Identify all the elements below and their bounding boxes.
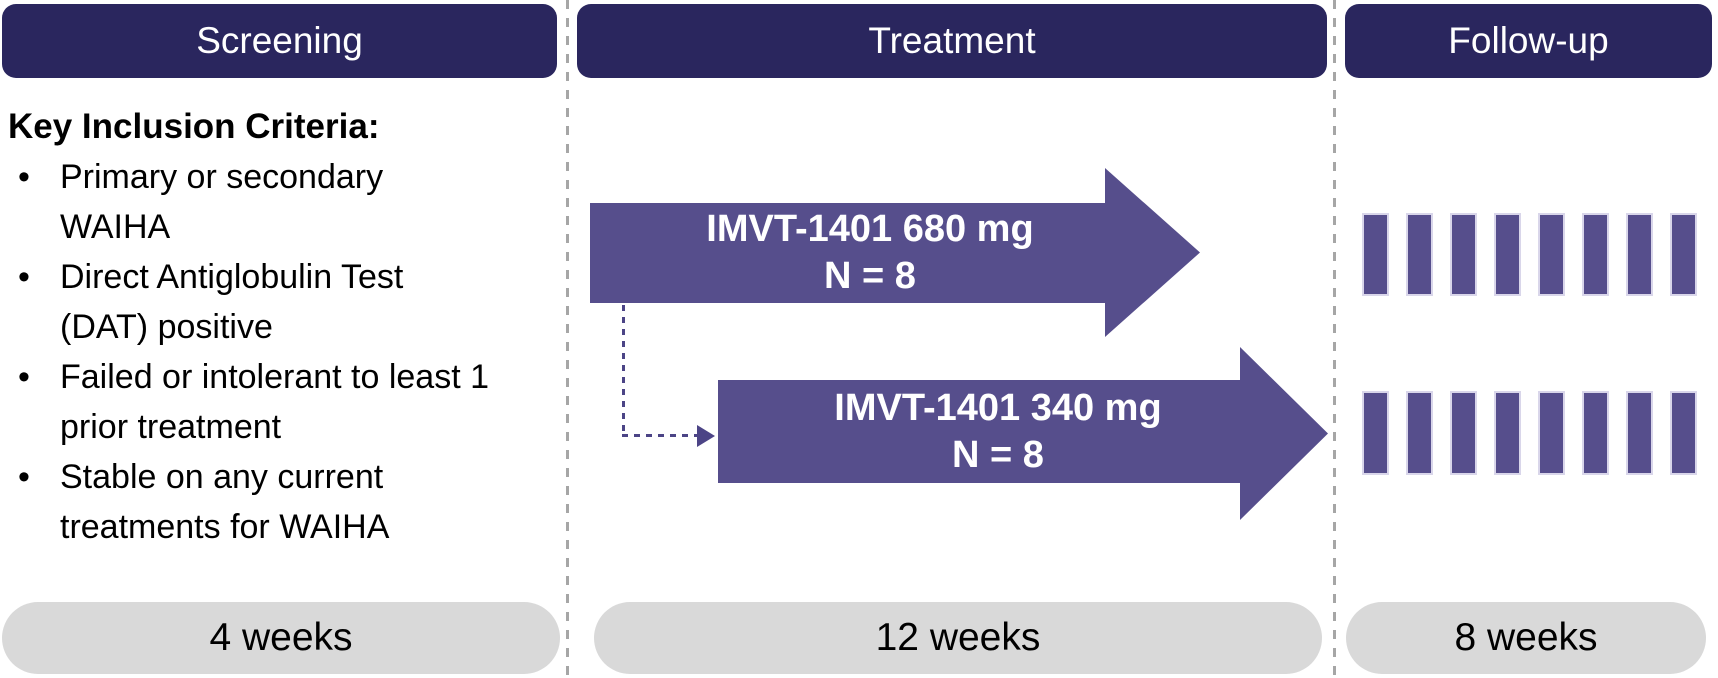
dose-step-connector-arrowhead-icon (697, 425, 715, 447)
followup-visit-bar (1582, 391, 1609, 475)
followup-visit-bar (1670, 391, 1697, 475)
criteria-item: Direct Antiglobulin Test (DAT) positive (8, 252, 490, 352)
column-divider-treatment-followup (1333, 0, 1336, 678)
arrow-polygon (590, 168, 1200, 337)
arrow-polygon (718, 347, 1328, 520)
followup-visit-bar (1626, 213, 1653, 296)
arm-dose-text: IMVT-1401 340 mg (834, 386, 1162, 429)
criteria-item: Primary or secondary WAIHA (8, 152, 490, 252)
followup-visit-bar (1450, 391, 1477, 475)
followup-visit-bar (1538, 213, 1565, 296)
followup-duration-pill: 8 weeks (1346, 602, 1706, 674)
followup-visit-bar (1494, 391, 1521, 475)
treatment-arm-340mg-arrow: IMVT-1401 340 mg N = 8 (718, 347, 1328, 520)
followup-visit-bar (1582, 213, 1609, 296)
criteria-title: Key Inclusion Criteria: (8, 107, 380, 146)
treatment-arm-680mg-arrow: IMVT-1401 680 mg N = 8 (590, 168, 1200, 337)
criteria-item: Failed or intolerant to least 1 prior tr… (8, 352, 490, 452)
arm-n-text: N = 8 (952, 433, 1044, 476)
screening-duration-pill: 4 weeks (2, 602, 560, 674)
screening-phase-header: Screening (2, 4, 557, 78)
arm-680mg-label: IMVT-1401 680 mg N = 8 (590, 203, 1150, 303)
followup-visit-bar (1406, 213, 1433, 296)
followup-visit-bar (1670, 213, 1697, 296)
treatment-duration-pill: 12 weeks (594, 602, 1322, 674)
arrow-shape (718, 347, 1328, 520)
followup-visit-bars-row-2 (1362, 391, 1697, 475)
criteria-item: Stable on any current treatments for WAI… (8, 452, 490, 552)
followup-visit-bar (1538, 391, 1565, 475)
arm-n-text: N = 8 (824, 255, 916, 297)
followup-visit-bar (1494, 213, 1521, 296)
followup-visit-bar (1406, 391, 1433, 475)
criteria-list: Primary or secondary WAIHA Direct Antigl… (8, 152, 490, 552)
followup-visit-bar (1362, 213, 1389, 296)
dose-step-connector-vertical (622, 305, 625, 436)
followup-visit-bar (1450, 213, 1477, 296)
followup-visit-bars-row-1 (1362, 213, 1697, 296)
key-inclusion-criteria-block: Key Inclusion Criteria: Primary or secon… (8, 102, 553, 552)
followup-visit-bar (1626, 391, 1653, 475)
followup-phase-header: Follow-up (1345, 4, 1712, 78)
arrow-shape (590, 168, 1200, 337)
column-divider-screening-treatment (566, 0, 569, 678)
arm-340mg-label: IMVT-1401 340 mg N = 8 (718, 380, 1278, 483)
arm-dose-text: IMVT-1401 680 mg (706, 208, 1034, 250)
followup-visit-bar (1362, 391, 1389, 475)
treatment-phase-header: Treatment (577, 4, 1327, 78)
dose-step-connector-horizontal (622, 434, 698, 437)
